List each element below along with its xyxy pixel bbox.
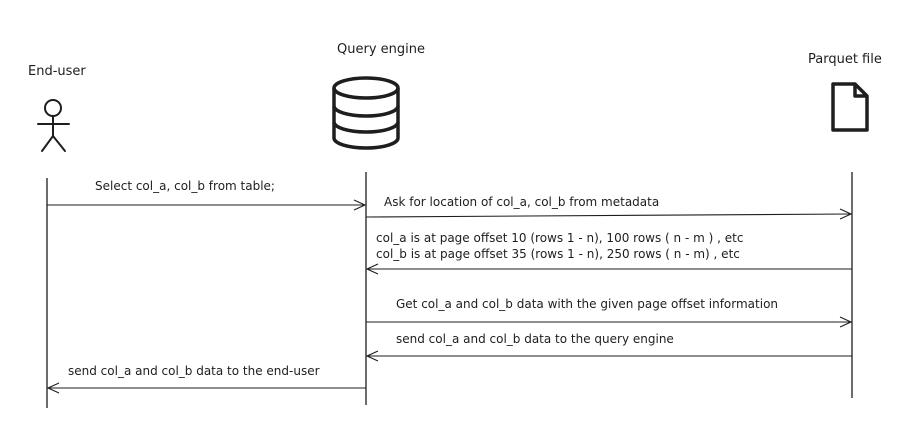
query-engine-label: Query engine <box>337 42 425 57</box>
message-send-to-engine: send col_a and col_b data to the query e… <box>365 332 852 362</box>
arrowhead-left-icon <box>365 263 379 275</box>
message-label: Ask for location of col_a, col_b from me… <box>384 195 659 209</box>
message-label: send col_a and col_b data to the end-use… <box>68 364 320 378</box>
message-label: Select col_a, col_b from table; <box>95 179 275 193</box>
arrowhead-right-icon <box>353 199 367 211</box>
message-send-to-user: send col_a and col_b data to the end-use… <box>46 364 366 394</box>
end-user-label: End-user <box>28 64 86 79</box>
parquet-file-label: Parquet file <box>808 52 882 67</box>
file-icon <box>831 82 869 132</box>
message-label: Get col_a and col_b data with the given … <box>396 297 778 311</box>
arrowhead-left-icon <box>365 350 379 362</box>
person-icon <box>37 99 70 152</box>
message-label: col_a is at page offset 10 (rows 1 - n),… <box>376 231 743 245</box>
message-page-offsets: col_a is at page offset 10 (rows 1 - n),… <box>365 231 852 275</box>
message-get-data: Get col_a and col_b data with the given … <box>366 297 853 328</box>
arrowhead-right-icon <box>839 208 853 220</box>
arrowhead-left-icon <box>46 382 60 394</box>
message-label: send col_a and col_b data to the query e… <box>396 332 674 346</box>
message-ask-metadata: Ask for location of col_a, col_b from me… <box>365 195 853 220</box>
message-select-query: Select col_a, col_b from table; <box>47 179 367 211</box>
database-icon <box>332 76 400 150</box>
arrowhead-right-icon <box>839 316 853 328</box>
message-arrow <box>365 213 851 218</box>
message-label: col_b is at page offset 35 (rows 1 - n),… <box>376 247 740 261</box>
